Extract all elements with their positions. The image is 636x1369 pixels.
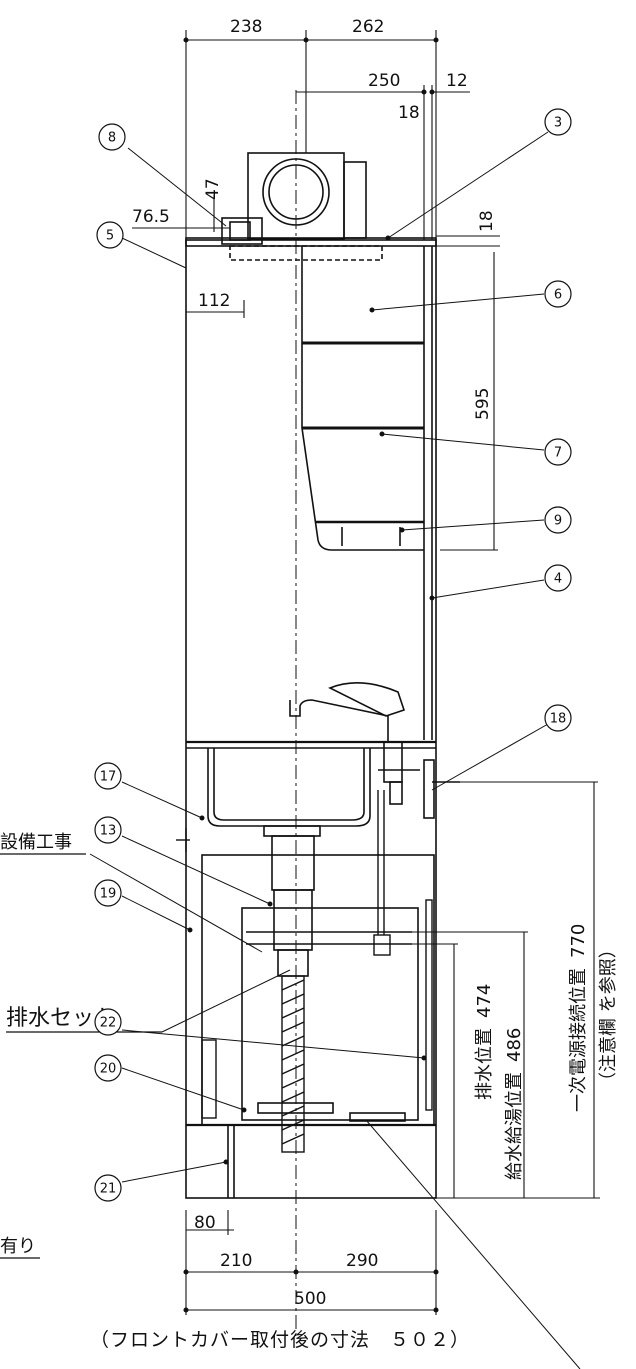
callout-circle-19: [94, 879, 122, 907]
see-notes-label: （注意欄 を参照）: [598, 940, 619, 1090]
callout-label-5: 5: [106, 229, 114, 244]
callout-circle-3: [544, 108, 572, 136]
dim-47: 47: [203, 178, 223, 200]
upper-storage: [301, 246, 424, 551]
callout-label-17: 17: [100, 770, 117, 785]
dim-18-top: 18: [398, 103, 420, 123]
callout-label-19: 19: [100, 887, 117, 902]
callout-label-20: 20: [100, 1062, 117, 1077]
sink: [207, 748, 371, 977]
drain-position-label: 排水位置474: [474, 984, 495, 1100]
drain-hose: [281, 975, 305, 1153]
callout-circle-9: [544, 506, 572, 534]
callout-label-21: 21: [100, 1182, 117, 1197]
dim-112: 112: [198, 291, 230, 311]
dim-76-5: 76.5: [132, 207, 170, 227]
vertical-labels: 排水位置474 給水給湯位置486 一次電源接続位置770 （注意欄 を参照）: [474, 924, 619, 1180]
callout-label-7: 7: [554, 446, 562, 461]
callout-circle-6: [544, 280, 572, 308]
cut-note-label: 有り: [0, 1236, 36, 1257]
callout-label-9: 9: [554, 514, 562, 529]
callout-markers: 3 5 6 7 8 9 4 18 17 13 19 22 20 21: [94, 108, 572, 1202]
dim-210: 210: [220, 1251, 252, 1271]
callout-label-3: 3: [554, 116, 562, 131]
callout-circle-20: [94, 1054, 122, 1082]
callout-label-18: 18: [550, 712, 567, 727]
callout-circle-7: [544, 438, 572, 466]
dim-290: 290: [346, 1251, 378, 1271]
dimension-lines: [132, 30, 600, 1315]
callout-circle-4: [544, 564, 572, 592]
callout-circle-17: [94, 762, 122, 790]
callout-label-22: 22: [100, 1016, 117, 1031]
cabinet-outline: [185, 237, 437, 1199]
callout-circle-18: [544, 704, 572, 732]
equipment-work-label: 設備工事: [0, 832, 72, 853]
dim-80: 80: [194, 1213, 216, 1233]
faucet: [289, 682, 435, 819]
power-connection-label: 一次電源接続位置770: [568, 924, 589, 1112]
dim-500: 500: [294, 1289, 326, 1309]
callout-label-13: 13: [100, 824, 117, 839]
dim-250: 250: [368, 71, 400, 91]
callout-label-4: 4: [554, 572, 562, 587]
leader-lines: [89, 131, 581, 1369]
dim-595: 595: [473, 388, 493, 420]
dim-18-side: 18: [477, 210, 497, 232]
supply-pipes: [176, 790, 433, 1119]
water-supply-label: 給水給湯位置486: [504, 1028, 525, 1180]
callout-circle-8: [98, 123, 126, 151]
dim-262: 262: [352, 17, 384, 37]
side-labels: 設備工事 排水セット 有り （フロントカバー取付後の寸法 ５０２）: [0, 832, 470, 1351]
callout-circle-22: [94, 1008, 122, 1036]
hood-unit: [221, 152, 383, 261]
front-cover-note: （フロントカバー取付後の寸法 ５０２）: [90, 1329, 470, 1351]
callout-circle-13: [94, 816, 122, 844]
callout-circle-5: [96, 221, 124, 249]
dim-238: 238: [230, 17, 262, 37]
dim-12: 12: [446, 71, 468, 91]
callout-label-6: 6: [554, 288, 562, 303]
callout-label-8: 8: [108, 131, 116, 146]
callout-circle-21: [94, 1174, 122, 1202]
dimension-labels: 238 262 250 12 18 18 47 76.5 112 595 80 …: [132, 17, 497, 1309]
